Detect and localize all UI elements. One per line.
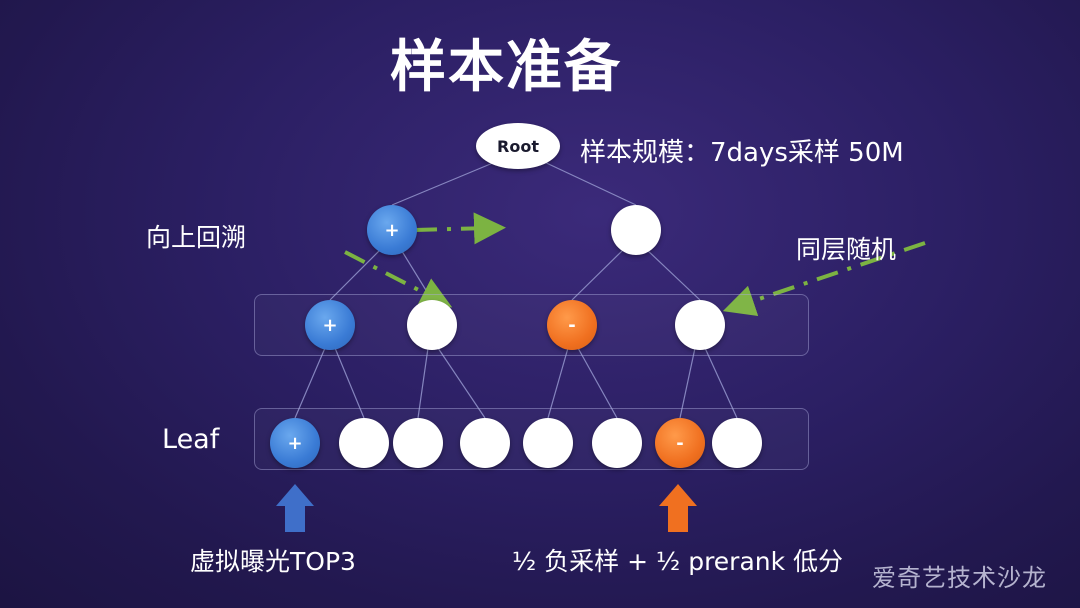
edge-l2d-leaf8: [704, 347, 738, 419]
level2-d-node: [675, 300, 725, 350]
edge-l2b-leaf3: [417, 347, 429, 419]
sample-scale-label: 样本规模：7days采样 50M: [580, 138, 904, 168]
edge-l2c-leaf6: [577, 347, 618, 419]
leaf-5-node: [523, 418, 573, 468]
leaf-6-node: [592, 418, 642, 468]
leaf-3-node: [393, 418, 443, 468]
watermark: 爱奇艺技术沙龙: [872, 564, 1047, 592]
edge-l1right-l2c: [571, 247, 626, 301]
slide-title: 样本准备: [390, 35, 622, 100]
leaf-4-node: [460, 418, 510, 468]
backtrack-sideways-arrow: [414, 212, 506, 245]
level1-left-positive-node: +: [367, 205, 417, 255]
negative-sampling-label: ½ 负采样 + ½ prerank 低分: [512, 547, 844, 576]
edge-root-l1right: [539, 159, 637, 206]
leaf-7-negative-node: -: [655, 418, 705, 468]
level1-right-node: [611, 205, 661, 255]
same-layer-random-label: 同层随机: [796, 235, 897, 264]
level2-row-box: [254, 294, 809, 356]
leaf-2-node: [339, 418, 389, 468]
backtrack-label: 向上回溯: [146, 223, 247, 252]
backtrack-down-arrow: [344, 250, 453, 308]
edge-l1right-l2d: [644, 247, 701, 301]
leaf-label: Leaf: [162, 424, 220, 455]
leaf-row-box: [254, 408, 809, 470]
edge-l2a-leaf1: [294, 347, 326, 419]
level2-a-positive-node: +: [305, 300, 355, 350]
edge-root-l1left: [391, 159, 501, 206]
level2-c-negative-node: -: [547, 300, 597, 350]
edge-l1left-l2a: [329, 244, 386, 301]
negative-sampling-up-arrow: [659, 484, 697, 532]
virtual-exposure-up-arrow: [276, 484, 314, 532]
leaf-1-positive-node: +: [270, 418, 320, 468]
edge-l2a-leaf2: [334, 347, 365, 419]
root-node: Root: [476, 123, 560, 169]
same-layer-random-arrow: [722, 241, 926, 317]
level2-b-node: [407, 300, 457, 350]
edge-l2d-leaf7: [679, 347, 696, 419]
edge-l2b-leaf4: [437, 347, 486, 419]
leaf-8-node: [712, 418, 762, 468]
edge-l1left-l2b: [399, 247, 433, 301]
virtual-exposure-label: 虚拟曝光TOP3: [190, 547, 356, 576]
edge-l2c-leaf5: [547, 347, 569, 419]
